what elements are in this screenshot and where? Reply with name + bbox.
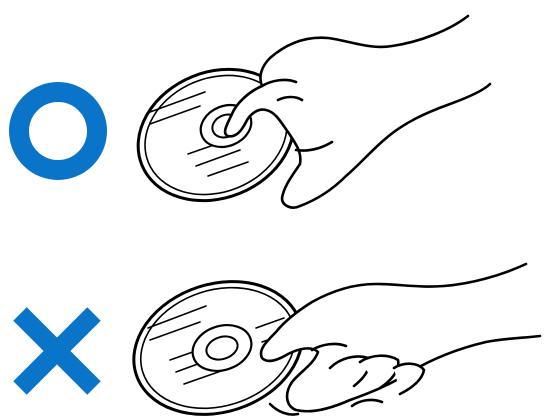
- correct-handling-row: [0, 0, 548, 208]
- hand: [261, 264, 540, 415]
- hand-holding-disc-incorrect: [0, 208, 548, 416]
- hand-holding-disc-correct: [0, 0, 548, 208]
- incorrect-handling-row: [0, 208, 548, 416]
